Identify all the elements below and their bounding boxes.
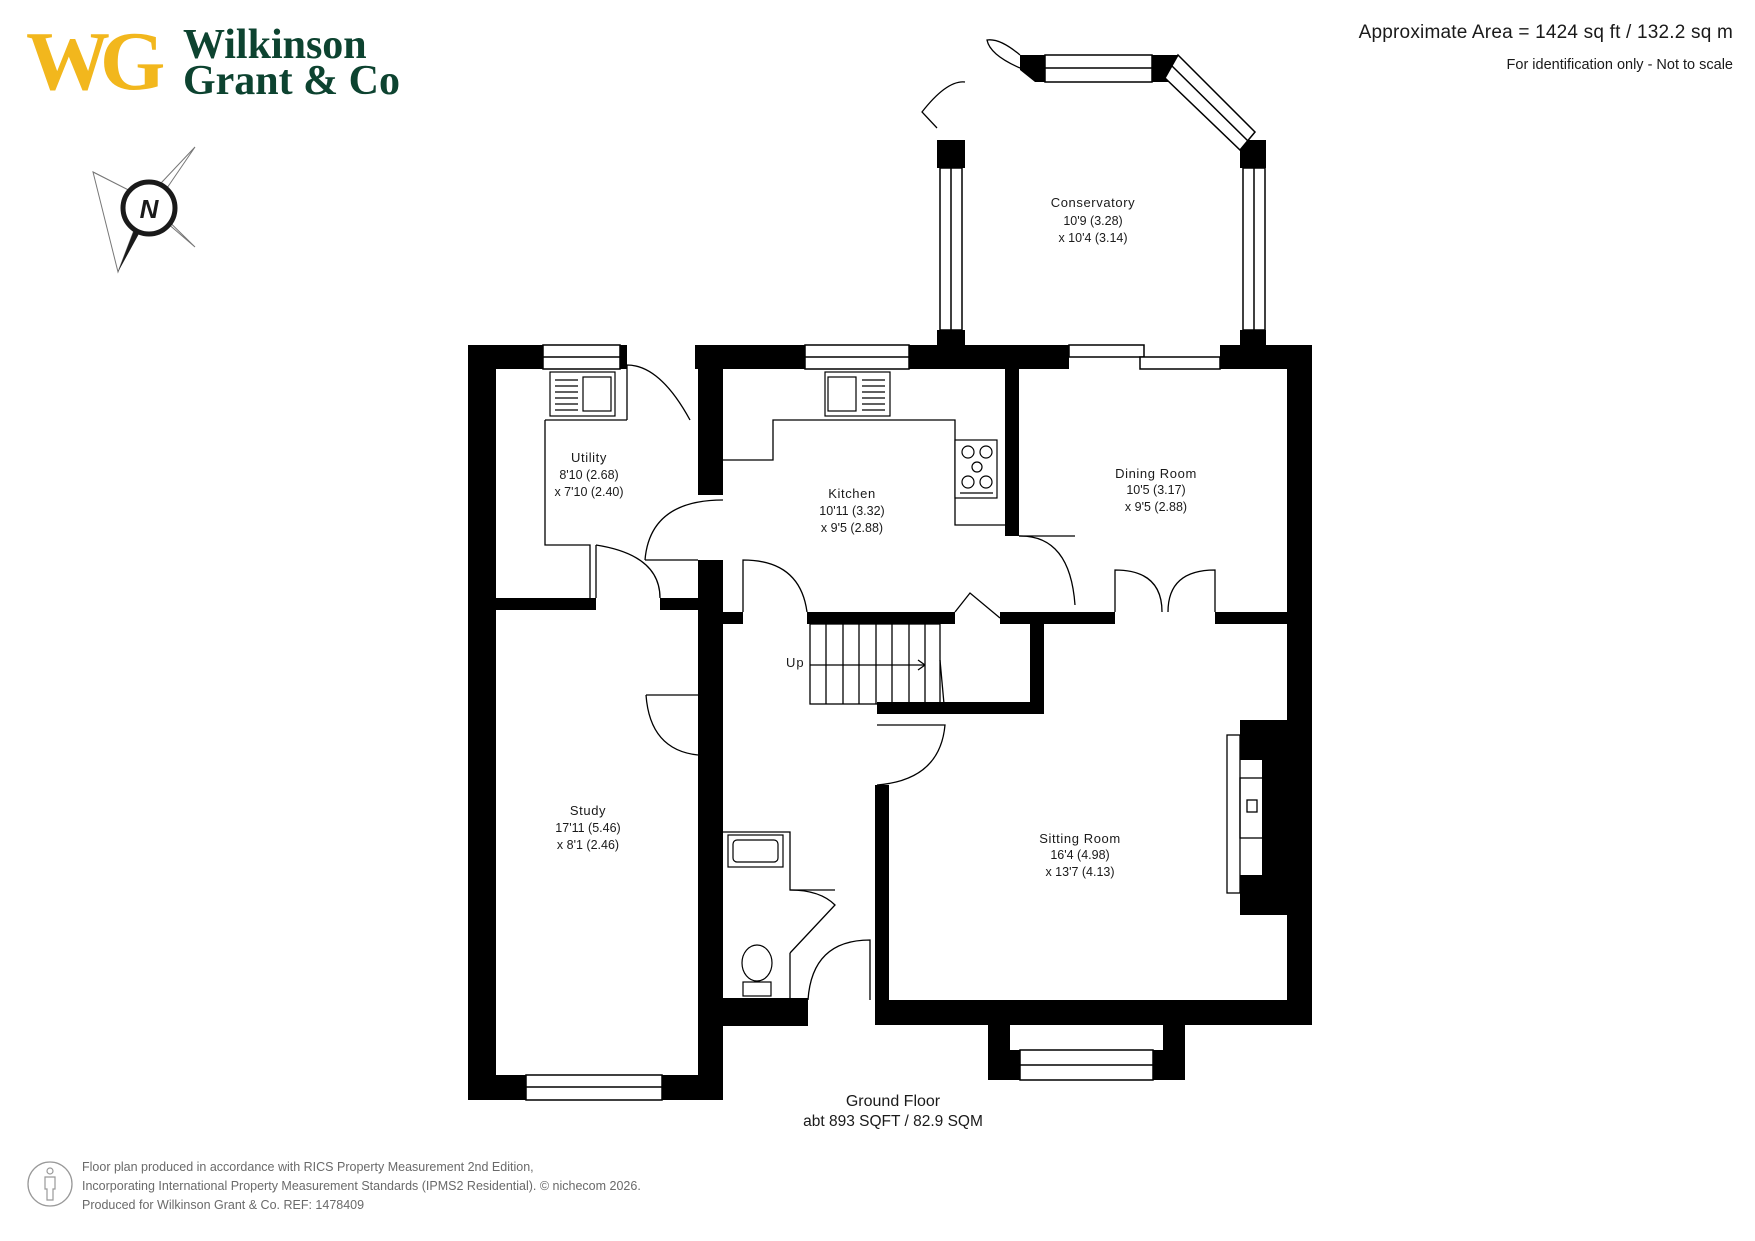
toilet-icon (741, 944, 773, 997)
footer-line-1: Floor plan produced in accordance with R… (82, 1160, 534, 1174)
svg-text:x 9'5 (2.88): x 9'5 (2.88) (1125, 500, 1187, 514)
svg-text:x 10'4 (3.14): x 10'4 (3.14) (1058, 231, 1127, 245)
svg-text:Utility: Utility (571, 450, 607, 465)
svg-text:Study: Study (570, 803, 606, 818)
hob-icon (954, 439, 998, 499)
logo-monogram: WG (26, 15, 165, 108)
company-logo: WG Wilkinson Grant & Co (26, 15, 400, 108)
footer-notes: Floor plan produced in accordance with R… (82, 1158, 641, 1215)
room-sitting-label: Sitting Room 16'4 (4.98) x 13'7 (4.13) (1039, 831, 1121, 879)
interior-lines (544, 39, 1266, 1001)
svg-text:10'11 (3.32): 10'11 (3.32) (819, 504, 884, 518)
floor-area: abt 893 SQFT / 82.9 SQM (803, 1113, 983, 1130)
scale-note: For identification only - Not to scale (1506, 57, 1733, 73)
basin-icon (727, 834, 784, 868)
svg-text:Kitchen: Kitchen (828, 486, 876, 501)
compass-label: N (140, 194, 160, 224)
utility-sink-icon (549, 371, 616, 417)
svg-text:x 9'5 (2.88): x 9'5 (2.88) (821, 521, 883, 535)
svg-text:16'4 (4.98): 16'4 (4.98) (1050, 848, 1109, 862)
svg-text:x 13'7 (4.13): x 13'7 (4.13) (1045, 865, 1114, 879)
logo-name-line1: Wilkinson (183, 22, 367, 68)
floor-name: Ground Floor (846, 1093, 941, 1110)
svg-text:x 8'1 (2.46): x 8'1 (2.46) (557, 838, 619, 852)
svg-text:x 7'10 (2.40): x 7'10 (2.40) (554, 485, 623, 499)
approximate-area: Approximate Area = 1424 sq ft / 132.2 sq… (1358, 22, 1733, 43)
svg-text:10'9 (3.28): 10'9 (3.28) (1063, 214, 1122, 228)
north-compass-icon: N (92, 146, 196, 274)
windows (525, 53, 1266, 1101)
stairs-up-label: Up (786, 655, 805, 670)
kitchen-sink-icon (824, 371, 891, 417)
footer-line-3: Produced for Wilkinson Grant & Co. REF: … (82, 1198, 365, 1212)
svg-text:17'11 (5.46): 17'11 (5.46) (555, 821, 620, 835)
room-utility-label: Utility 8'10 (2.68) x 7'10 (2.40) (554, 450, 623, 499)
logo-name-line2: Grant & Co (183, 58, 400, 104)
svg-text:Sitting Room: Sitting Room (1039, 831, 1121, 846)
svg-text:8'10 (2.68): 8'10 (2.68) (559, 468, 618, 482)
footer-line-2: Incorporating International Property Mea… (82, 1179, 641, 1193)
svg-text:Conservatory: Conservatory (1051, 195, 1136, 210)
room-dining-label: Dining Room 10'5 (3.17) x 9'5 (2.88) (1115, 466, 1197, 514)
room-kitchen-label: Kitchen 10'11 (3.32) x 9'5 (2.88) (819, 486, 884, 535)
walls (468, 55, 1312, 1100)
room-study-label: Study 17'11 (5.46) x 8'1 (2.46) (555, 803, 620, 852)
person-scale-icon (27, 1161, 73, 1207)
room-conservatory-label: Conservatory 10'9 (3.28) x 10'4 (3.14) (1051, 195, 1136, 245)
svg-text:10'5 (3.17): 10'5 (3.17) (1126, 483, 1185, 497)
svg-text:Dining Room: Dining Room (1115, 466, 1197, 481)
